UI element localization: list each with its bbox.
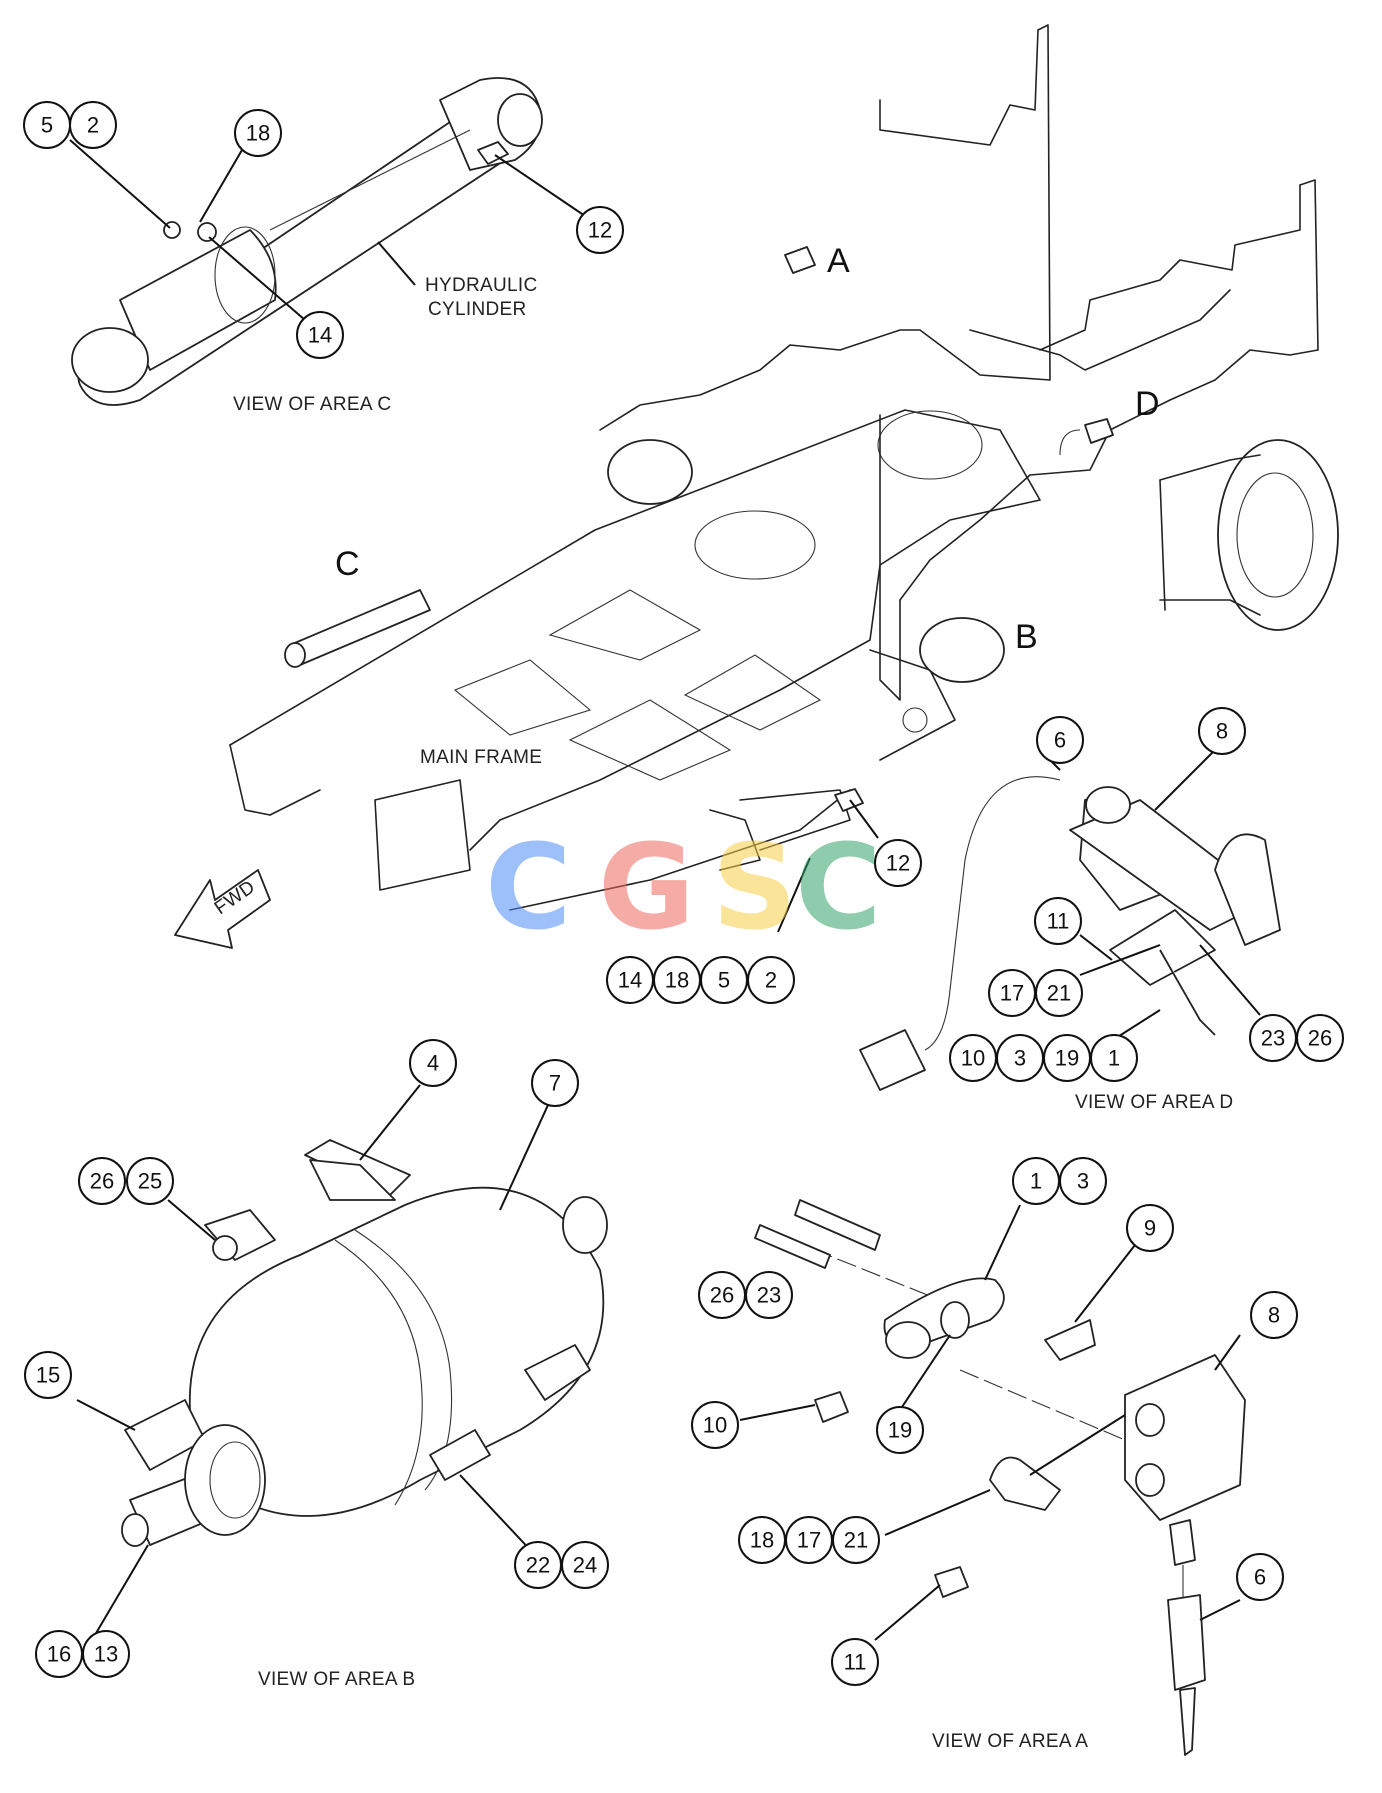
callout-bubble: 6	[1254, 1565, 1266, 1590]
area-a-letter: A	[827, 242, 850, 280]
callout-bubble: 18	[750, 1528, 774, 1553]
area-b-letter: B	[1015, 618, 1038, 656]
callout-bubble: 17	[797, 1528, 821, 1553]
hydraulic-cylinder-label-line2: CYLINDER	[428, 299, 526, 320]
callout-bubble: 8	[1216, 719, 1228, 744]
callout-bubble: 23	[1261, 1026, 1285, 1051]
callout-bubble: 2	[765, 968, 777, 993]
callout-bubble: 24	[573, 1553, 597, 1578]
callout-bubble: 5	[718, 968, 730, 993]
view-area-a-label: VIEW OF AREA A	[932, 1731, 1088, 1752]
watermark-letter-g: G	[598, 818, 695, 956]
callout-bubble: 14	[618, 968, 642, 993]
callout-bubble: 12	[886, 851, 910, 876]
callout-bubble: 18	[246, 121, 270, 146]
main-frame-label: MAIN FRAME	[420, 747, 542, 768]
callout-bubble: 15	[36, 1363, 60, 1388]
view-area-b-label: VIEW OF AREA B	[258, 1669, 415, 1690]
callout-bubble: 6	[1054, 728, 1066, 753]
callout-bubble: 1	[1108, 1046, 1120, 1071]
area-d-letter: D	[1135, 385, 1160, 423]
hydraulic-cylinder-drawing	[71, 77, 543, 406]
callout-bubble: 14	[308, 323, 332, 348]
area-d-assembly-drawing	[859, 776, 1281, 1091]
callout-bubble: 26	[90, 1169, 114, 1194]
fwd-arrow: FWD	[174, 869, 271, 949]
area-c-letter: C	[335, 545, 360, 583]
callout-bubble: 19	[1055, 1046, 1079, 1071]
callout-bubble: 23	[757, 1283, 781, 1308]
callout-bubble: 3	[1077, 1169, 1089, 1194]
callout-bubble: 7	[549, 1071, 561, 1096]
hydraulic-cylinder-label-line1: HYDRAULIC	[425, 275, 538, 296]
callout-bubble: 12	[588, 218, 612, 243]
callout-bubble: 13	[94, 1642, 118, 1667]
view-area-d-label: VIEW OF AREA D	[1075, 1092, 1233, 1113]
main-frame-drawing	[229, 24, 1339, 911]
callout-bubble: 11	[844, 1650, 867, 1675]
callout-bubble: 10	[961, 1046, 985, 1071]
accumulator-drawing	[121, 1139, 608, 1547]
watermark-letter-c1: C	[485, 818, 572, 956]
callout-bubble: 19	[888, 1418, 912, 1443]
area-a-assembly-drawing	[754, 1199, 1246, 1756]
callout-bubble: 26	[710, 1283, 734, 1308]
callout-bubble: 17	[1000, 981, 1024, 1006]
callout-bubble: 18	[665, 968, 689, 993]
view-area-c-label: VIEW OF AREA C	[233, 394, 391, 415]
callout-bubble: 21	[844, 1528, 868, 1553]
callout-bubble: 25	[138, 1169, 162, 1194]
callout-bubble: 5	[41, 113, 53, 138]
callout-bubble: 8	[1268, 1303, 1280, 1328]
callout-bubble: 21	[1047, 981, 1071, 1006]
callout-bubble: 16	[47, 1642, 71, 1667]
callout-bubble: 10	[703, 1413, 727, 1438]
callout-bubble: 1	[1030, 1169, 1042, 1194]
callout-bubble: 9	[1144, 1216, 1156, 1241]
callout-bubble: 26	[1308, 1026, 1332, 1051]
callout-bubble: 2	[87, 113, 99, 138]
watermark-letter-c2: C	[795, 818, 882, 956]
callout-bubbles: 5 2 18 12 14 12 14 18 5 2 6 8 11 17 21 2…	[23, 101, 1344, 1686]
callout-bubble: 4	[427, 1051, 439, 1076]
watermark: C G S C	[485, 818, 882, 956]
callout-bubble: 22	[526, 1553, 550, 1578]
callout-bubble: 11	[1047, 909, 1070, 934]
callout-bubble: 3	[1014, 1046, 1026, 1071]
watermark-letter-s: S	[712, 818, 797, 956]
